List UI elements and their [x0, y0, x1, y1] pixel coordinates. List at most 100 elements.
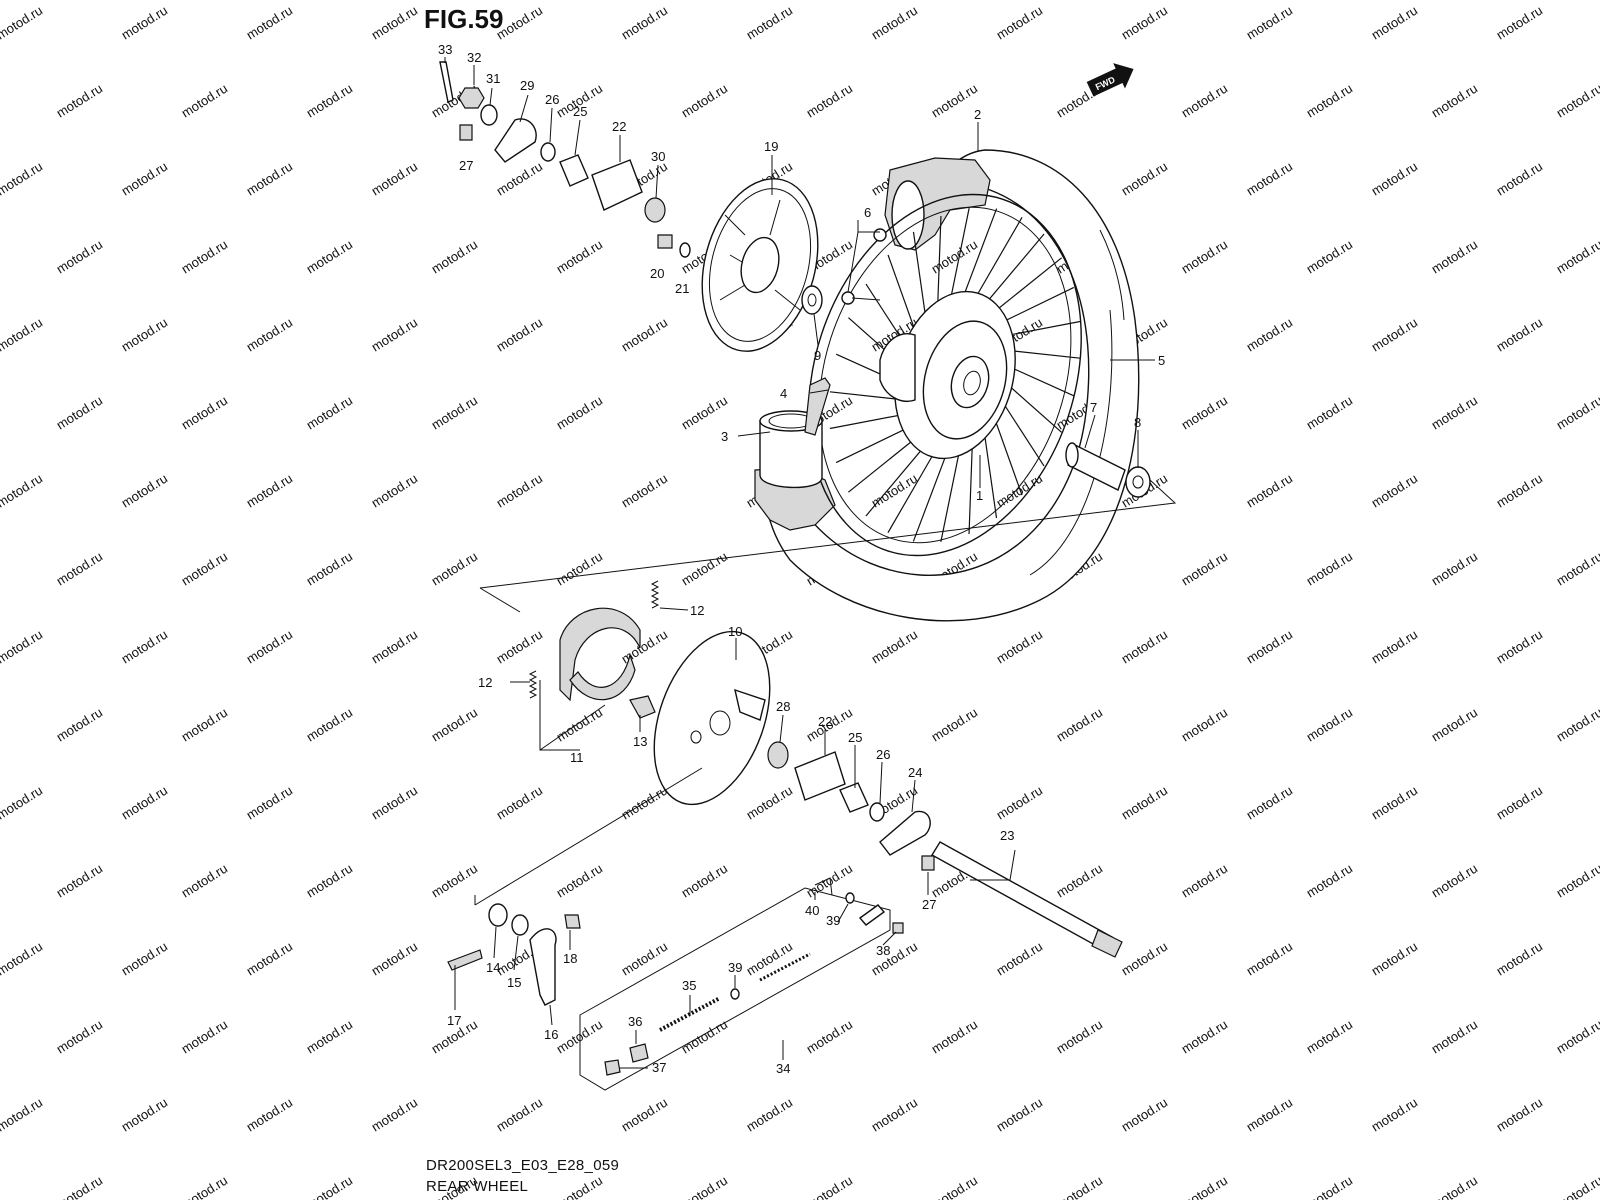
washer-26-top: [540, 142, 556, 162]
watermark-text: motod.ru: [244, 1095, 295, 1135]
watermark-text: motod.ru: [1244, 627, 1295, 667]
callout-25: 25: [573, 104, 587, 119]
watermark-text: motod.ru: [1369, 1095, 1420, 1135]
watermark-text: motod.ru: [1304, 1173, 1355, 1200]
watermark-text: motod.ru: [1369, 471, 1420, 511]
watermark-text: motod.ru: [1054, 861, 1105, 901]
watermark-text: motod.ru: [1369, 783, 1420, 823]
watermark-text: motod.ru: [1304, 549, 1355, 589]
watermark-text: motod.ru: [929, 1173, 980, 1200]
watermark-text: motod.ru: [929, 237, 980, 277]
watermark-text: motod.ru: [619, 939, 670, 979]
callout-11: 11: [570, 750, 584, 765]
callout-22-lower: 22: [818, 714, 832, 729]
watermark-text: motod.ru: [994, 471, 1045, 511]
callout-28: 28: [776, 699, 790, 714]
watermark-text: motod.ru: [619, 3, 670, 43]
watermark-text: motod.ru: [54, 1173, 105, 1200]
watermark-text: motod.ru: [1429, 549, 1480, 589]
watermark-text: motod.ru: [244, 627, 295, 667]
watermark-text: motod.ru: [1244, 939, 1295, 979]
watermark-text: motod.ru: [869, 1095, 920, 1135]
chain-adjuster-24: [879, 810, 931, 856]
watermark-text: motod.ru: [54, 549, 105, 589]
nut-37: [604, 1059, 621, 1076]
watermark-text: motod.ru: [0, 315, 45, 355]
watermark-text: motod.ru: [54, 705, 105, 745]
watermark-text: motod.ru: [1554, 549, 1600, 589]
watermark-text: motod.ru: [494, 3, 545, 43]
watermark-text: motod.ru: [119, 627, 170, 667]
callout-30: 30: [651, 149, 665, 164]
watermark-text: motod.ru: [554, 1173, 605, 1200]
washer-39a: [845, 892, 855, 904]
watermark-text: motod.ru: [1429, 861, 1480, 901]
watermark-text: motod.ru: [554, 861, 605, 901]
watermark-text: motod.ru: [1119, 159, 1170, 199]
callout-2: 2: [974, 107, 981, 122]
watermark-text: motod.ru: [1244, 783, 1295, 823]
watermark-text: motod.ru: [304, 861, 355, 901]
watermark-text: motod.ru: [304, 81, 355, 121]
watermark-text: motod.ru: [369, 471, 420, 511]
watermark-text: motod.ru: [1429, 1173, 1480, 1200]
watermark-text: motod.ru: [304, 1173, 355, 1200]
watermark-text: motod.ru: [304, 705, 355, 745]
watermark-text: motod.ru: [994, 939, 1045, 979]
callout-27-lower: 27: [922, 897, 936, 912]
watermark-text: motod.ru: [244, 315, 295, 355]
spacer-25-lower: [839, 782, 869, 813]
bolt-20: [657, 234, 673, 249]
shoe-bracket-line: [539, 680, 606, 751]
pin-38: [892, 922, 904, 934]
watermark-text: motod.ru: [494, 315, 545, 355]
watermark-text: motod.ru: [304, 393, 355, 433]
bolt-17: [447, 949, 483, 971]
cotter-pin-33: [439, 61, 454, 103]
cam-13: [629, 695, 656, 719]
callout-26-lower: 26: [876, 747, 890, 762]
watermark-text: motod.ru: [1304, 861, 1355, 901]
washer-31: [480, 104, 498, 126]
watermark-text: motod.ru: [1119, 939, 1170, 979]
watermark-text: motod.ru: [679, 1173, 730, 1200]
watermark-text: motod.ru: [1179, 861, 1230, 901]
watermark-text: motod.ru: [369, 3, 420, 43]
watermark-text: motod.ru: [619, 315, 670, 355]
watermark-text: motod.ru: [929, 705, 980, 745]
watermark-text: motod.ru: [179, 1173, 230, 1200]
watermark-text: motod.ru: [119, 159, 170, 199]
watermark-text: motod.ru: [1179, 393, 1230, 433]
callout-5: 5: [1158, 353, 1165, 368]
callout-9: 9: [814, 348, 821, 363]
watermark-text: motod.ru: [1554, 1173, 1600, 1200]
bolt-27-top: [459, 124, 473, 141]
callout-16: 16: [544, 1027, 558, 1042]
watermark-text: motod.ru: [1244, 159, 1295, 199]
brake-shoe-11: [559, 607, 641, 702]
fwd-arrow-icon: FWD: [1086, 63, 1134, 97]
watermark-text: motod.ru: [1054, 1173, 1105, 1200]
watermark-text: motod.ru: [179, 861, 230, 901]
nut-30: [644, 197, 666, 223]
watermark-text: motod.ru: [1554, 393, 1600, 433]
watermark-text: motod.ru: [179, 237, 230, 277]
watermark-text: motod.ru: [679, 861, 730, 901]
watermark-text: motod.ru: [994, 3, 1045, 43]
watermark-text: motod.ru: [429, 549, 480, 589]
brake-panel-10: [653, 630, 771, 806]
watermark-text: motod.ru: [429, 861, 480, 901]
watermark-text: motod.ru: [1179, 1173, 1230, 1200]
watermark-text: motod.ru: [369, 315, 420, 355]
watermark-text: motod.ru: [804, 1017, 855, 1057]
watermark-text: motod.ru: [1304, 1017, 1355, 1057]
adjuster-block-22-top: [591, 159, 643, 211]
callout-27: 27: [459, 158, 473, 173]
callout-14: 14: [486, 960, 500, 975]
watermark-text: motod.ru: [1554, 81, 1600, 121]
watermark-text: motod.ru: [1244, 471, 1295, 511]
watermark-text: motod.ru: [1304, 393, 1355, 433]
callout-34: 34: [776, 1061, 790, 1076]
watermark-text: motod.ru: [1369, 315, 1420, 355]
